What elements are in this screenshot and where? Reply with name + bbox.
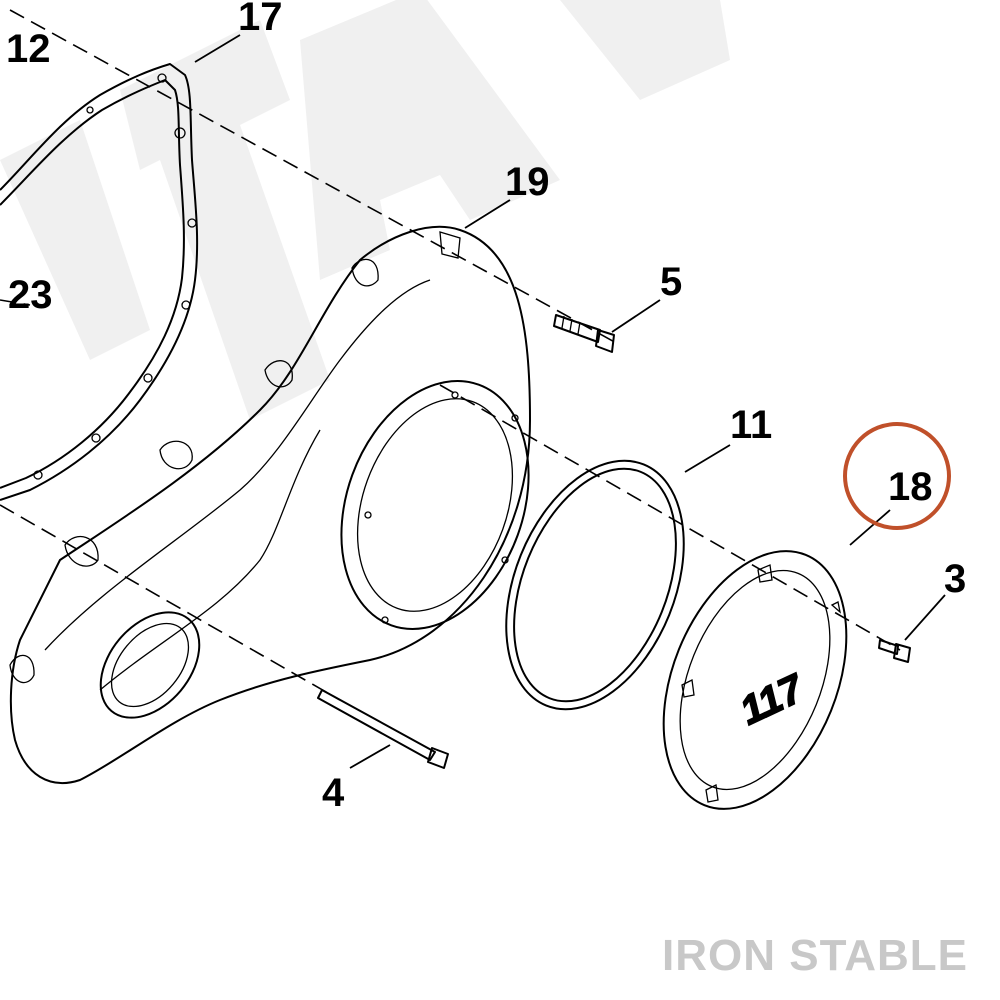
bolt-4-part xyxy=(317,689,449,769)
axis-lower xyxy=(0,504,341,701)
callout-12: 12 xyxy=(6,27,51,71)
leader-19 xyxy=(464,199,511,229)
screw-3-part xyxy=(878,639,911,663)
axis-upper xyxy=(9,9,621,346)
background-watermark xyxy=(0,0,730,420)
leader-5 xyxy=(611,299,661,333)
callout-3: 3 xyxy=(944,557,966,601)
leader-11 xyxy=(684,444,731,473)
gasket-part xyxy=(0,63,199,501)
assembly-axes xyxy=(0,9,901,701)
leader-3 xyxy=(904,594,946,641)
callout-18: 18 xyxy=(888,465,933,509)
callout-labels: 12 17 19 23 5 11 18 3 4 xyxy=(6,0,966,815)
screw-5-part xyxy=(553,314,615,353)
axis-left xyxy=(0,299,31,306)
callout-23: 23 xyxy=(8,273,53,317)
leader-18 xyxy=(849,509,891,546)
callout-19: 19 xyxy=(505,160,550,204)
callout-4: 4 xyxy=(322,771,345,815)
leader-17 xyxy=(194,34,241,63)
callout-17: 17 xyxy=(238,0,283,39)
leader-4 xyxy=(349,744,391,769)
callout-5: 5 xyxy=(660,260,682,304)
primary-cover-part xyxy=(9,225,531,785)
callout-11: 11 xyxy=(730,403,772,447)
highlight-circle xyxy=(843,422,951,530)
brand-watermark: IRON STABLE xyxy=(662,931,968,980)
cover-emblem-text: 117 xyxy=(734,666,812,734)
leader-lines xyxy=(194,34,946,769)
ring-gasket-part xyxy=(505,459,685,711)
derby-cover-part: 117 xyxy=(662,550,848,810)
axis-center xyxy=(439,384,901,651)
